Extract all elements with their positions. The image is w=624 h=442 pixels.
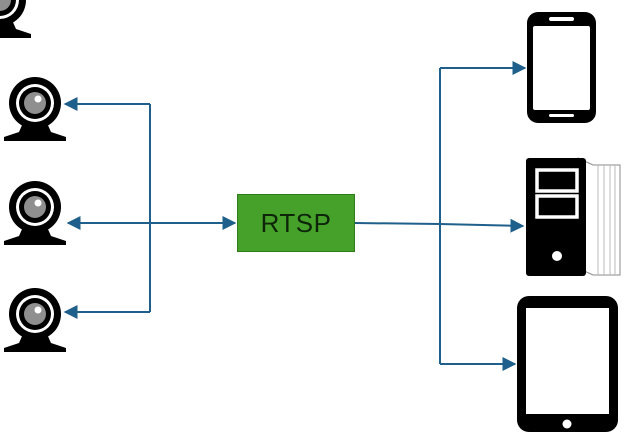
webcam-icon bbox=[4, 181, 66, 245]
rtsp-label: RTSP bbox=[260, 207, 332, 238]
client-connectors bbox=[354, 61, 527, 371]
webcam-icon bbox=[4, 288, 66, 352]
rtsp-output-line bbox=[354, 222, 441, 225]
webcam-icon bbox=[4, 77, 66, 141]
tablet-icon bbox=[517, 296, 618, 432]
rtsp-server-box: RTSP bbox=[237, 194, 355, 252]
arrow-to-desktop bbox=[439, 218, 525, 233]
smartphone-icon bbox=[527, 12, 596, 123]
desktop-tower-icon bbox=[526, 157, 621, 276]
source-connectors bbox=[63, 97, 237, 319]
